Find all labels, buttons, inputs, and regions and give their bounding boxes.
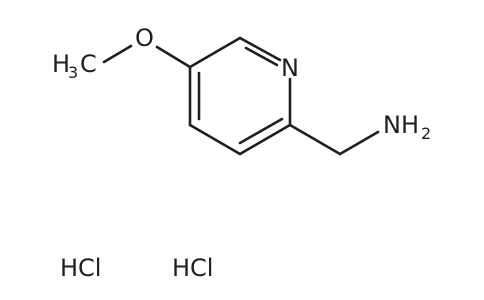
bond-ch2-nh2 xyxy=(338,130,380,156)
bond-c2-c3-inner xyxy=(238,117,284,145)
bond-c3-c4 xyxy=(188,123,242,156)
ring-nitrogen-label: N xyxy=(281,54,299,82)
methyl-c-label: C xyxy=(80,50,97,78)
bond-c2-c3 xyxy=(238,123,292,156)
bond-c6-n1 xyxy=(238,36,282,62)
bond-c6-n1-inner xyxy=(244,46,279,67)
bond-c5-c6 xyxy=(188,36,242,69)
counterions: HCl HCl xyxy=(60,254,213,282)
bonds xyxy=(102,36,380,156)
oxygen-label: O xyxy=(135,24,154,52)
counterion-label: HCl xyxy=(60,254,101,282)
methyl-h-label: H xyxy=(52,50,70,78)
bond-ch3-o xyxy=(102,44,133,64)
counterion-label: HCl xyxy=(172,254,213,282)
amine-subscript: 2 xyxy=(421,124,431,143)
bond-o-c5 xyxy=(155,45,192,69)
atom-labels: H 3 C O N NH 2 xyxy=(52,24,431,143)
methyl-subscript: 3 xyxy=(68,63,78,82)
bond-c2-ch2 xyxy=(288,123,342,156)
amine-label: NH xyxy=(383,111,419,139)
